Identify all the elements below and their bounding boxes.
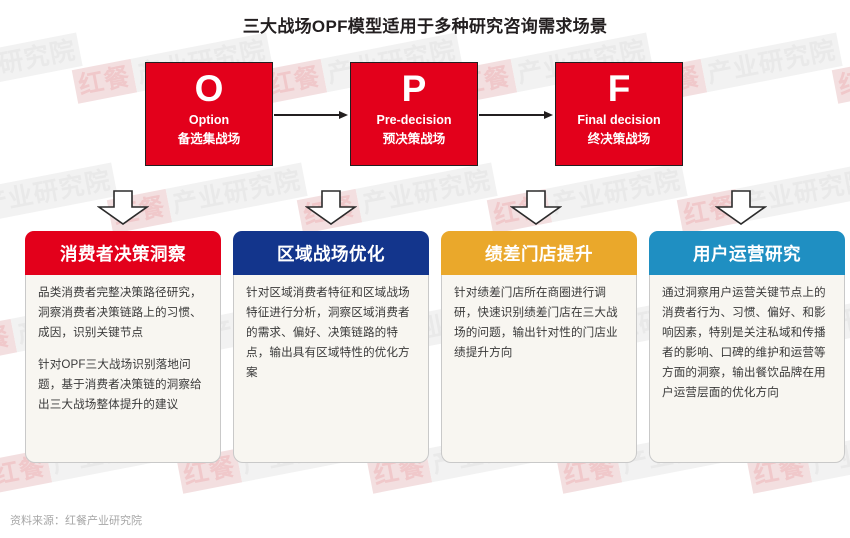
opf-stage-predecision: P Pre-decision 预决策战场: [350, 62, 478, 166]
card-paragraph: 针对绩差门店所在商圈进行调研，快速识别绩差门店在三大战场的问题，输出针对性的门店…: [454, 286, 618, 359]
opf-chinese-label: 终决策战场: [587, 132, 651, 146]
opf-flow-row: O Option 备选集战场 P Pre-decision 预决策战场 F Fi…: [145, 62, 685, 169]
card-description: 针对区域消费者特征和区域战场特征进行分析，洞察区域消费者的需求、偏好、决策链路的…: [246, 283, 418, 383]
service-card-user-operations-research[interactable]: 用户运营研究 通过洞察用户运营关键节点上的消费者行为、习惯、偏好、和影响因素，特…: [649, 231, 845, 463]
card-header: 绩差门店提升: [441, 231, 637, 275]
card-paragraph: 品类消费者完整决策路径研究，洞察消费者决策链路上的习惯、成因，识别关键节点: [38, 286, 202, 339]
card-header: 区域战场优化: [233, 231, 429, 275]
card-paragraph: 针对区域消费者特征和区域战场特征进行分析，洞察区域消费者的需求、偏好、决策链路的…: [246, 286, 410, 379]
service-card-regional-battlefield-optimization[interactable]: 区域战场优化 针对区域消费者特征和区域战场特征进行分析，洞察区域消费者的需求、偏…: [233, 231, 429, 463]
card-title: 消费者决策洞察: [60, 243, 186, 264]
opf-english-label: Final decision: [577, 113, 661, 127]
card-header: 消费者决策洞察: [25, 231, 221, 275]
opf-letter: O: [194, 68, 224, 109]
arrow-down-block-icon: [96, 190, 150, 226]
arrow-down-block-icon: [509, 190, 563, 226]
opf-letter: P: [401, 68, 427, 109]
opf-letter: F: [607, 68, 631, 109]
arrow-right-icon: [274, 111, 348, 119]
card-header: 用户运营研究: [649, 231, 845, 275]
page-title: 三大战场OPF模型适用于多种研究咨询需求场景: [242, 17, 608, 36]
opf-english-label: Option: [188, 113, 230, 127]
card-title: 用户运营研究: [693, 243, 801, 264]
opf-english-label: Pre-decision: [376, 113, 452, 127]
card-description: 品类消费者完整决策路径研究，洞察消费者决策链路上的习惯、成因，识别关键节点 针对…: [38, 283, 210, 415]
arrow-down-block-icon: [714, 190, 768, 226]
card-title: 绩差门店提升: [485, 243, 593, 264]
opf-stage-option: O Option 备选集战场: [145, 62, 273, 166]
card-paragraph: 针对OPF三大战场识别落地问题，基于消费者决策链的洞察给出三大战场整体提升的建议: [38, 358, 202, 411]
arrow-down-block-icon: [304, 190, 358, 226]
card-paragraph: 通过洞察用户运营关键节点上的消费者行为、习惯、偏好、和影响因素，特别是关注私域和…: [662, 286, 826, 399]
service-card-underperforming-store-improvement[interactable]: 绩差门店提升 针对绩差门店所在商圈进行调研，快速识别绩差门店在三大战场的问题，输…: [441, 231, 637, 463]
card-description: 通过洞察用户运营关键节点上的消费者行为、习惯、偏好、和影响因素，特别是关注私域和…: [662, 283, 834, 403]
service-card-consumer-decision-insight[interactable]: 消费者决策洞察 品类消费者完整决策路径研究，洞察消费者决策链路上的习惯、成因，识…: [25, 231, 221, 463]
arrow-right-icon: [479, 111, 553, 119]
card-description: 针对绩差门店所在商圈进行调研，快速识别绩差门店在三大战场的问题，输出针对性的门店…: [454, 283, 626, 363]
opf-chinese-label: 备选集战场: [177, 132, 241, 146]
source-note: 资料来源：红餐产业研究院: [10, 515, 142, 527]
card-title: 区域战场优化: [277, 243, 385, 264]
opf-stage-finaldecision: F Final decision 终决策战场: [555, 62, 683, 166]
opf-chinese-label: 预决策战场: [382, 132, 446, 146]
